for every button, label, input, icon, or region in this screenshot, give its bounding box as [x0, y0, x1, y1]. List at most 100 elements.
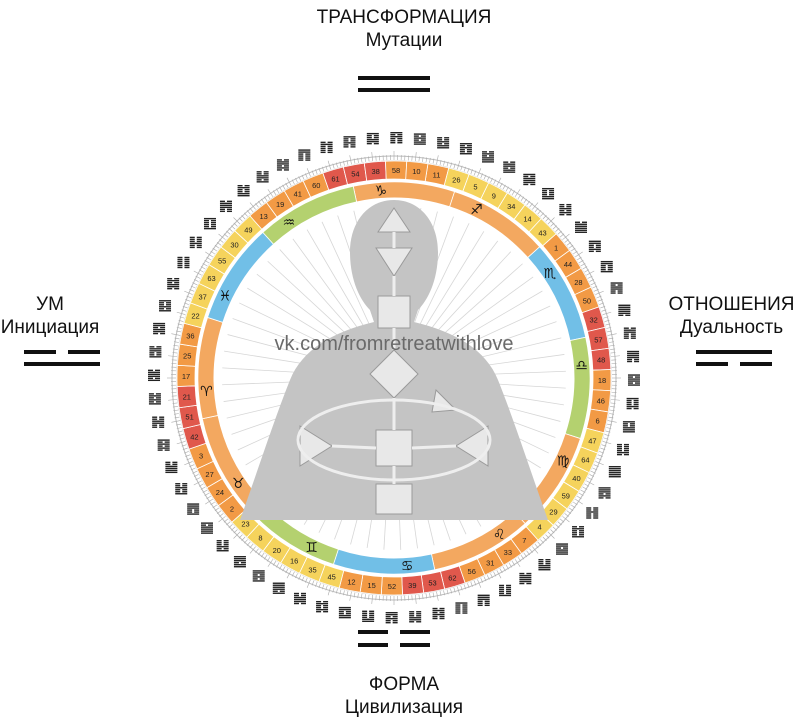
gate-number: 43	[538, 228, 546, 237]
bigram-right-icon	[696, 350, 772, 370]
gate-number: 60	[312, 181, 320, 190]
gate-number: 54	[351, 170, 359, 179]
hexagram-icon	[167, 277, 180, 290]
hexagram-icon	[556, 543, 569, 555]
hexagram-icon	[276, 159, 289, 171]
hexagram-icon	[608, 466, 621, 478]
gate-cell: 21	[176, 385, 198, 409]
gate-number: 15	[367, 581, 375, 590]
zodiac-sign: ♏	[527, 246, 587, 342]
quadrant-mind: УМ Инициация	[0, 293, 100, 339]
hexagram-icon	[148, 369, 161, 382]
zodiac-sign: ♈	[197, 316, 224, 420]
gate-number: 61	[331, 174, 339, 183]
hexagram-icon	[459, 143, 472, 155]
zodiac-glyph: ♐	[470, 202, 483, 218]
gate-number: 3	[199, 452, 203, 461]
gate-number: 33	[504, 548, 512, 557]
zodiac-sign: ♋	[332, 548, 436, 575]
zodiac-sign: ♒	[262, 185, 358, 245]
zodiac-glyph: ♉	[232, 476, 245, 492]
gate-cell: 52	[380, 576, 403, 596]
gate-number: 52	[388, 582, 396, 591]
root-center	[375, 483, 413, 515]
hexagram-icon	[385, 611, 398, 624]
gate-number: 47	[588, 436, 596, 445]
gate-cell: 54	[342, 162, 368, 185]
gate-number: 17	[182, 372, 190, 381]
hexagram-icon	[189, 236, 202, 249]
gate-number: 57	[594, 335, 602, 344]
zodiac-glyph: ♍	[557, 453, 570, 469]
gate-cell: 51	[178, 404, 201, 430]
bigram-left-icon	[24, 350, 100, 370]
hexagram-icon	[572, 526, 585, 538]
gate-number: 45	[327, 572, 335, 581]
hexagram-icon	[153, 322, 166, 335]
gate-number: 5	[473, 183, 477, 192]
quadrant-title: ФОРМА	[368, 674, 440, 695]
hexagram-icon	[159, 300, 172, 312]
gate-cell: 46	[590, 389, 612, 413]
hexagram-icon	[187, 503, 200, 515]
hexagram-icon	[298, 149, 311, 161]
bigram-bottom-icon	[358, 630, 430, 650]
hexagram-icon	[362, 610, 375, 623]
gate-number: 12	[347, 578, 355, 587]
quadrant-form: ФОРМА Цивилизация	[254, 673, 554, 719]
gate-number: 58	[392, 166, 400, 175]
hexagram-icon	[542, 187, 555, 200]
hexagram-icon	[316, 600, 329, 613]
zodiac-glyph: ♎	[575, 358, 588, 374]
hexagram-icon	[149, 346, 162, 358]
gate-cell: 15	[359, 574, 383, 596]
gate-number: 27	[205, 470, 213, 479]
hexagram-icon	[200, 522, 213, 534]
gate-number: 32	[589, 316, 597, 325]
quadrant-title: УМ	[36, 294, 64, 315]
hexagram-icon	[499, 584, 512, 597]
gate-number: 10	[412, 167, 420, 176]
hexagram-icon	[256, 171, 269, 183]
watermark-text: vk.com/fromretreatwithlove	[275, 333, 514, 355]
quadrant-subtitle: Инициация	[0, 317, 100, 338]
hexagram-icon	[338, 606, 351, 619]
hexagram-ring	[148, 132, 640, 624]
gate-number: 2	[230, 504, 234, 513]
gate-cell: 38	[363, 160, 387, 182]
hexagram-icon	[148, 393, 161, 405]
gate-number: 20	[273, 546, 281, 555]
gate-number: 26	[452, 176, 460, 185]
hexagram-icon	[413, 133, 426, 145]
hexagram-icon	[455, 602, 468, 614]
gate-number: 56	[468, 567, 476, 576]
gate-number: 51	[185, 413, 193, 422]
quadrant-subtitle: Мутации	[365, 30, 443, 51]
hexagram-icon	[177, 256, 190, 269]
hexagram-icon	[437, 137, 450, 149]
hexagram-icon	[622, 421, 635, 433]
hexagram-icon	[366, 132, 379, 145]
bigram-top-icon	[358, 76, 430, 96]
gate-number: 23	[241, 520, 249, 529]
gate-number: 25	[183, 352, 191, 361]
gate-number: 42	[190, 432, 198, 441]
quadrant-transformation: ТРАНСФОРМАЦИЯ Мутации	[254, 6, 554, 52]
hexagram-icon	[409, 611, 422, 623]
quadrant-title: ТРАНСФОРМАЦИЯ	[316, 7, 492, 28]
hexagram-icon	[293, 592, 306, 605]
hexagram-icon	[152, 416, 165, 428]
gate-number: 55	[218, 257, 226, 266]
gate-number: 13	[259, 212, 267, 221]
gate-number: 18	[598, 376, 606, 385]
hexagram-icon	[623, 327, 636, 339]
hexagram-icon	[588, 240, 601, 253]
gate-number: 8	[258, 533, 262, 542]
gate-number: 16	[290, 556, 298, 565]
hexagram-icon	[432, 607, 445, 620]
zodiac-sign: ♓	[207, 231, 275, 323]
quadrant-subtitle: Дуальность	[679, 317, 784, 338]
zodiac-ring: ♑♐♏♎♍♌♋♊♉♈♓♒	[197, 181, 591, 575]
hexagram-icon	[157, 439, 170, 451]
